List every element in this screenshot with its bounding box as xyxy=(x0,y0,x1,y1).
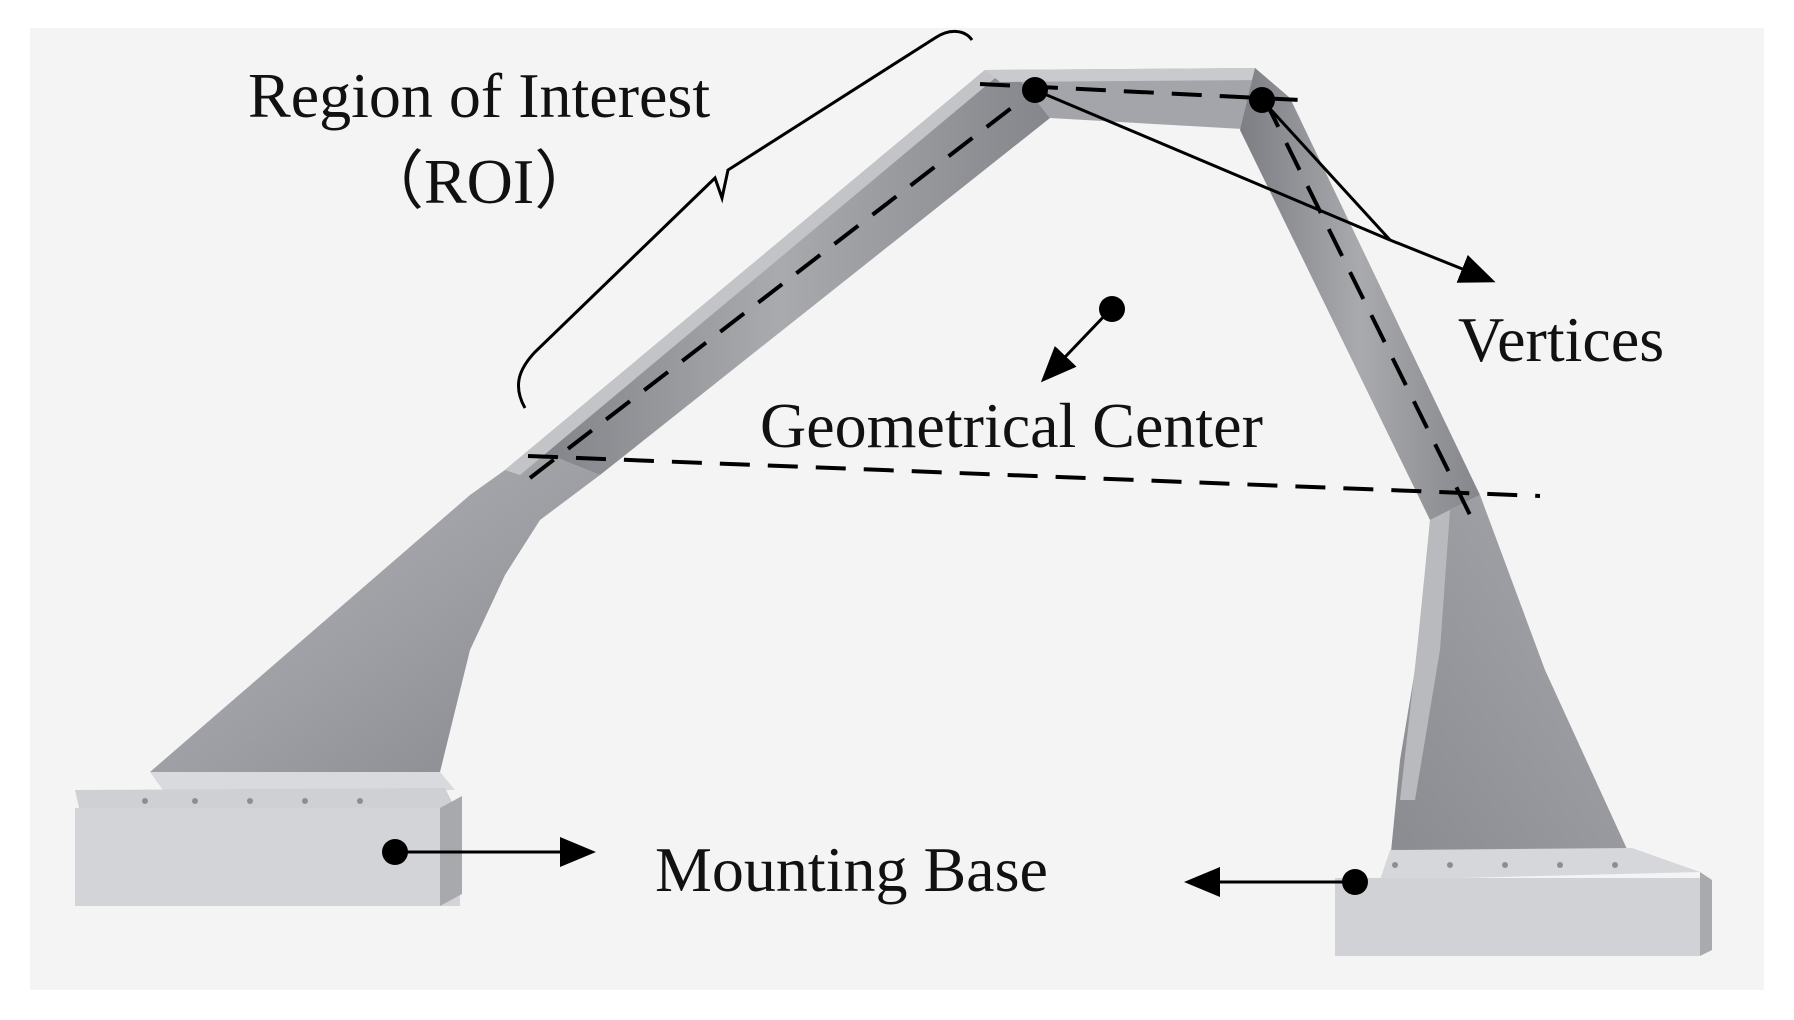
vertices-label: Vertices xyxy=(1458,304,1665,375)
left-arm xyxy=(505,70,1050,475)
right-mounting-base xyxy=(1335,848,1712,956)
top-bar xyxy=(985,68,1290,130)
chord-line xyxy=(527,454,1541,498)
vertex-pointer-line-1 xyxy=(1034,88,1391,242)
vertex-dot-left-icon xyxy=(1022,77,1048,103)
left-arm-centerline xyxy=(528,84,1042,480)
vertex-pointer-line-2 xyxy=(1260,98,1392,242)
annotations xyxy=(395,30,1541,897)
left-mounting-base xyxy=(75,772,462,906)
left-arm-highlight xyxy=(505,70,1000,475)
right-plate-highlight xyxy=(1400,510,1450,800)
dot-markers xyxy=(382,77,1368,895)
roi-label-line1: Region of Interest xyxy=(248,60,711,131)
right-base-dot-icon xyxy=(1342,869,1368,895)
right-arm-centerline xyxy=(1263,99,1477,526)
center-arrow-icon xyxy=(1040,308,1112,383)
roi-curly-bracket-icon xyxy=(516,30,974,409)
center-dot-icon xyxy=(1099,296,1125,322)
roi-label-line2: （ROI） xyxy=(360,146,599,217)
top-bar-highlight xyxy=(985,68,1268,82)
geometrical-center-label: Geometrical Center xyxy=(760,390,1263,461)
vertex-dot-right-icon xyxy=(1249,87,1275,113)
left-leg-plate xyxy=(150,455,600,772)
mounting-base-label: Mounting Base xyxy=(655,834,1048,905)
bracket-frame xyxy=(75,68,1712,956)
right-leg-plate xyxy=(1390,495,1632,862)
vertices-arrow-icon xyxy=(1389,238,1496,283)
left-base-dot-icon xyxy=(382,839,408,865)
